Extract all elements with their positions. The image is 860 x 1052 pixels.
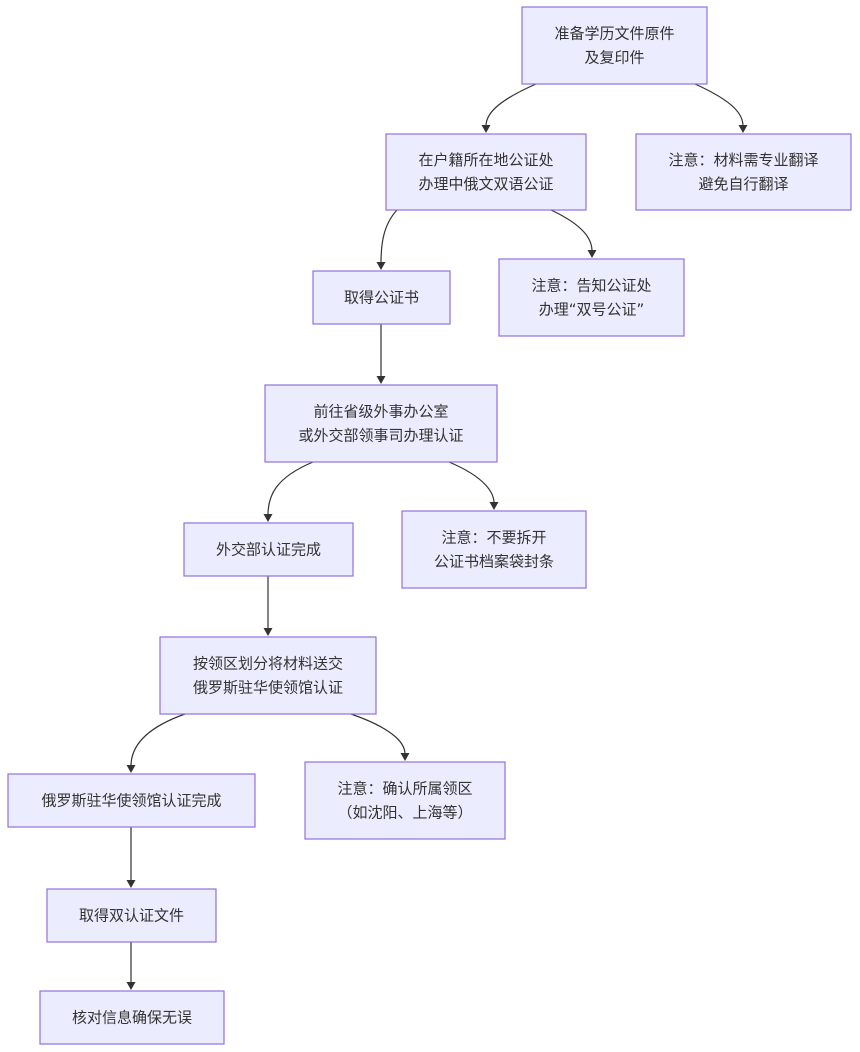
- arrow-head-icon: [400, 753, 410, 761]
- arrow-head-icon: [376, 262, 386, 270]
- node-label-line: 前往省级外事办公室: [313, 403, 448, 421]
- arrow-head-icon: [126, 982, 136, 990]
- node-get-notary-certificate: 取得公证书: [312, 270, 451, 325]
- node-box: [39, 990, 225, 1045]
- arrow-head-icon: [738, 125, 748, 133]
- node-verify-information: 核对信息确保无误: [39, 990, 225, 1045]
- arrow-head-icon: [489, 502, 499, 510]
- node-box: [304, 761, 506, 840]
- edge-line: [267, 461, 314, 516]
- arrow-head-icon: [587, 250, 597, 258]
- node-mfa-authentication-done: 外交部认证完成: [183, 522, 354, 577]
- arrow-head-icon: [263, 514, 273, 522]
- node-label-line: 在户籍所在地公证处: [418, 151, 553, 169]
- edge-send-to-russian-consulate-to-consulate-authentication-done: [126, 713, 186, 773]
- arrow-head-icon: [376, 376, 386, 384]
- edge-get-notary-certificate-to-foreign-affairs-authentication: [376, 324, 386, 384]
- edge-prepare-originals-to-note-translation: [694, 83, 748, 133]
- edge-line: [130, 713, 186, 767]
- node-box: [159, 636, 377, 715]
- edge-line: [694, 83, 744, 127]
- node-label-line: （如沈阳、上海等）: [337, 804, 472, 822]
- node-box: [7, 773, 256, 828]
- node-label-line: 注意：不要拆开: [441, 529, 546, 547]
- node-label-line: 公证书档案袋封条: [434, 553, 554, 571]
- node-box: [312, 270, 451, 325]
- arrow-head-icon: [263, 628, 273, 636]
- node-label-line: 取得双认证文件: [79, 907, 184, 925]
- node-get-double-authenticated-docs: 取得双认证文件: [46, 888, 217, 943]
- edge-get-double-authenticated-docs-to-verify-information: [126, 942, 136, 990]
- node-label-line: 及复印件: [584, 49, 644, 67]
- edge-consulate-authentication-done-to-get-double-authenticated-docs: [126, 827, 136, 888]
- node-note-consular-district: 注意：确认所属领区 （如沈阳、上海等）: [304, 761, 506, 840]
- edge-send-to-russian-consulate-to-note-consular-district: [350, 713, 410, 761]
- nodes-layer: 准备学历文件原件及复印件注意：材料需专业翻译避免自行翻译在户籍所在地公证处办理中…: [7, 6, 852, 1045]
- edge-line: [350, 713, 406, 755]
- node-label-line: 准备学历文件原件: [554, 25, 674, 43]
- node-box: [385, 133, 587, 211]
- node-box: [46, 888, 217, 943]
- node-label-line: 办理“双号公证”: [539, 301, 645, 319]
- node-box: [498, 258, 685, 337]
- node-label-line: 办理中俄文双语公证: [418, 175, 553, 193]
- arrow-head-icon: [126, 765, 136, 773]
- node-box: [264, 384, 498, 463]
- node-label-line: 注意：确认所属领区: [337, 780, 472, 798]
- node-label-line: 按领区划分将材料送交: [193, 655, 343, 673]
- node-box: [183, 522, 354, 577]
- edge-line: [550, 209, 593, 252]
- edge-line: [485, 83, 537, 127]
- node-box: [521, 6, 708, 85]
- edge-notarize-local-to-get-notary-certificate: [376, 209, 398, 270]
- node-box: [401, 510, 587, 589]
- node-label-line: 核对信息确保无误: [72, 1009, 192, 1027]
- node-label-line: 避免自行翻译: [698, 175, 788, 193]
- node-label-line: 注意：材料需专业翻译: [668, 151, 818, 169]
- edge-notarize-local-to-note-double-notarization: [550, 209, 597, 258]
- edge-prepare-originals-to-notarize-local: [481, 83, 537, 133]
- node-consulate-authentication-done: 俄罗斯驻华使领馆认证完成: [7, 773, 256, 828]
- edge-foreign-affairs-authentication-to-mfa-authentication-done: [263, 461, 314, 522]
- node-label-line: 俄罗斯驻华使领馆认证完成: [41, 792, 221, 810]
- edge-foreign-affairs-authentication-to-note-seal: [448, 461, 499, 510]
- node-label-line: 取得公证书: [344, 289, 419, 307]
- arrow-head-icon: [126, 880, 136, 888]
- edge-mfa-authentication-done-to-send-to-russian-consulate: [263, 576, 273, 636]
- arrow-head-icon: [481, 125, 491, 133]
- edge-line: [448, 461, 495, 504]
- node-label-line: 外交部认证完成: [216, 541, 321, 559]
- edges-layer: [126, 83, 748, 990]
- node-label-line: 注意：告知公证处: [531, 277, 651, 295]
- node-label-line: 俄罗斯驻华使领馆认证: [193, 679, 343, 697]
- edge-line: [380, 209, 398, 264]
- node-label-line: 或外交部领事司办理认证: [298, 427, 463, 445]
- node-box: [635, 133, 852, 211]
